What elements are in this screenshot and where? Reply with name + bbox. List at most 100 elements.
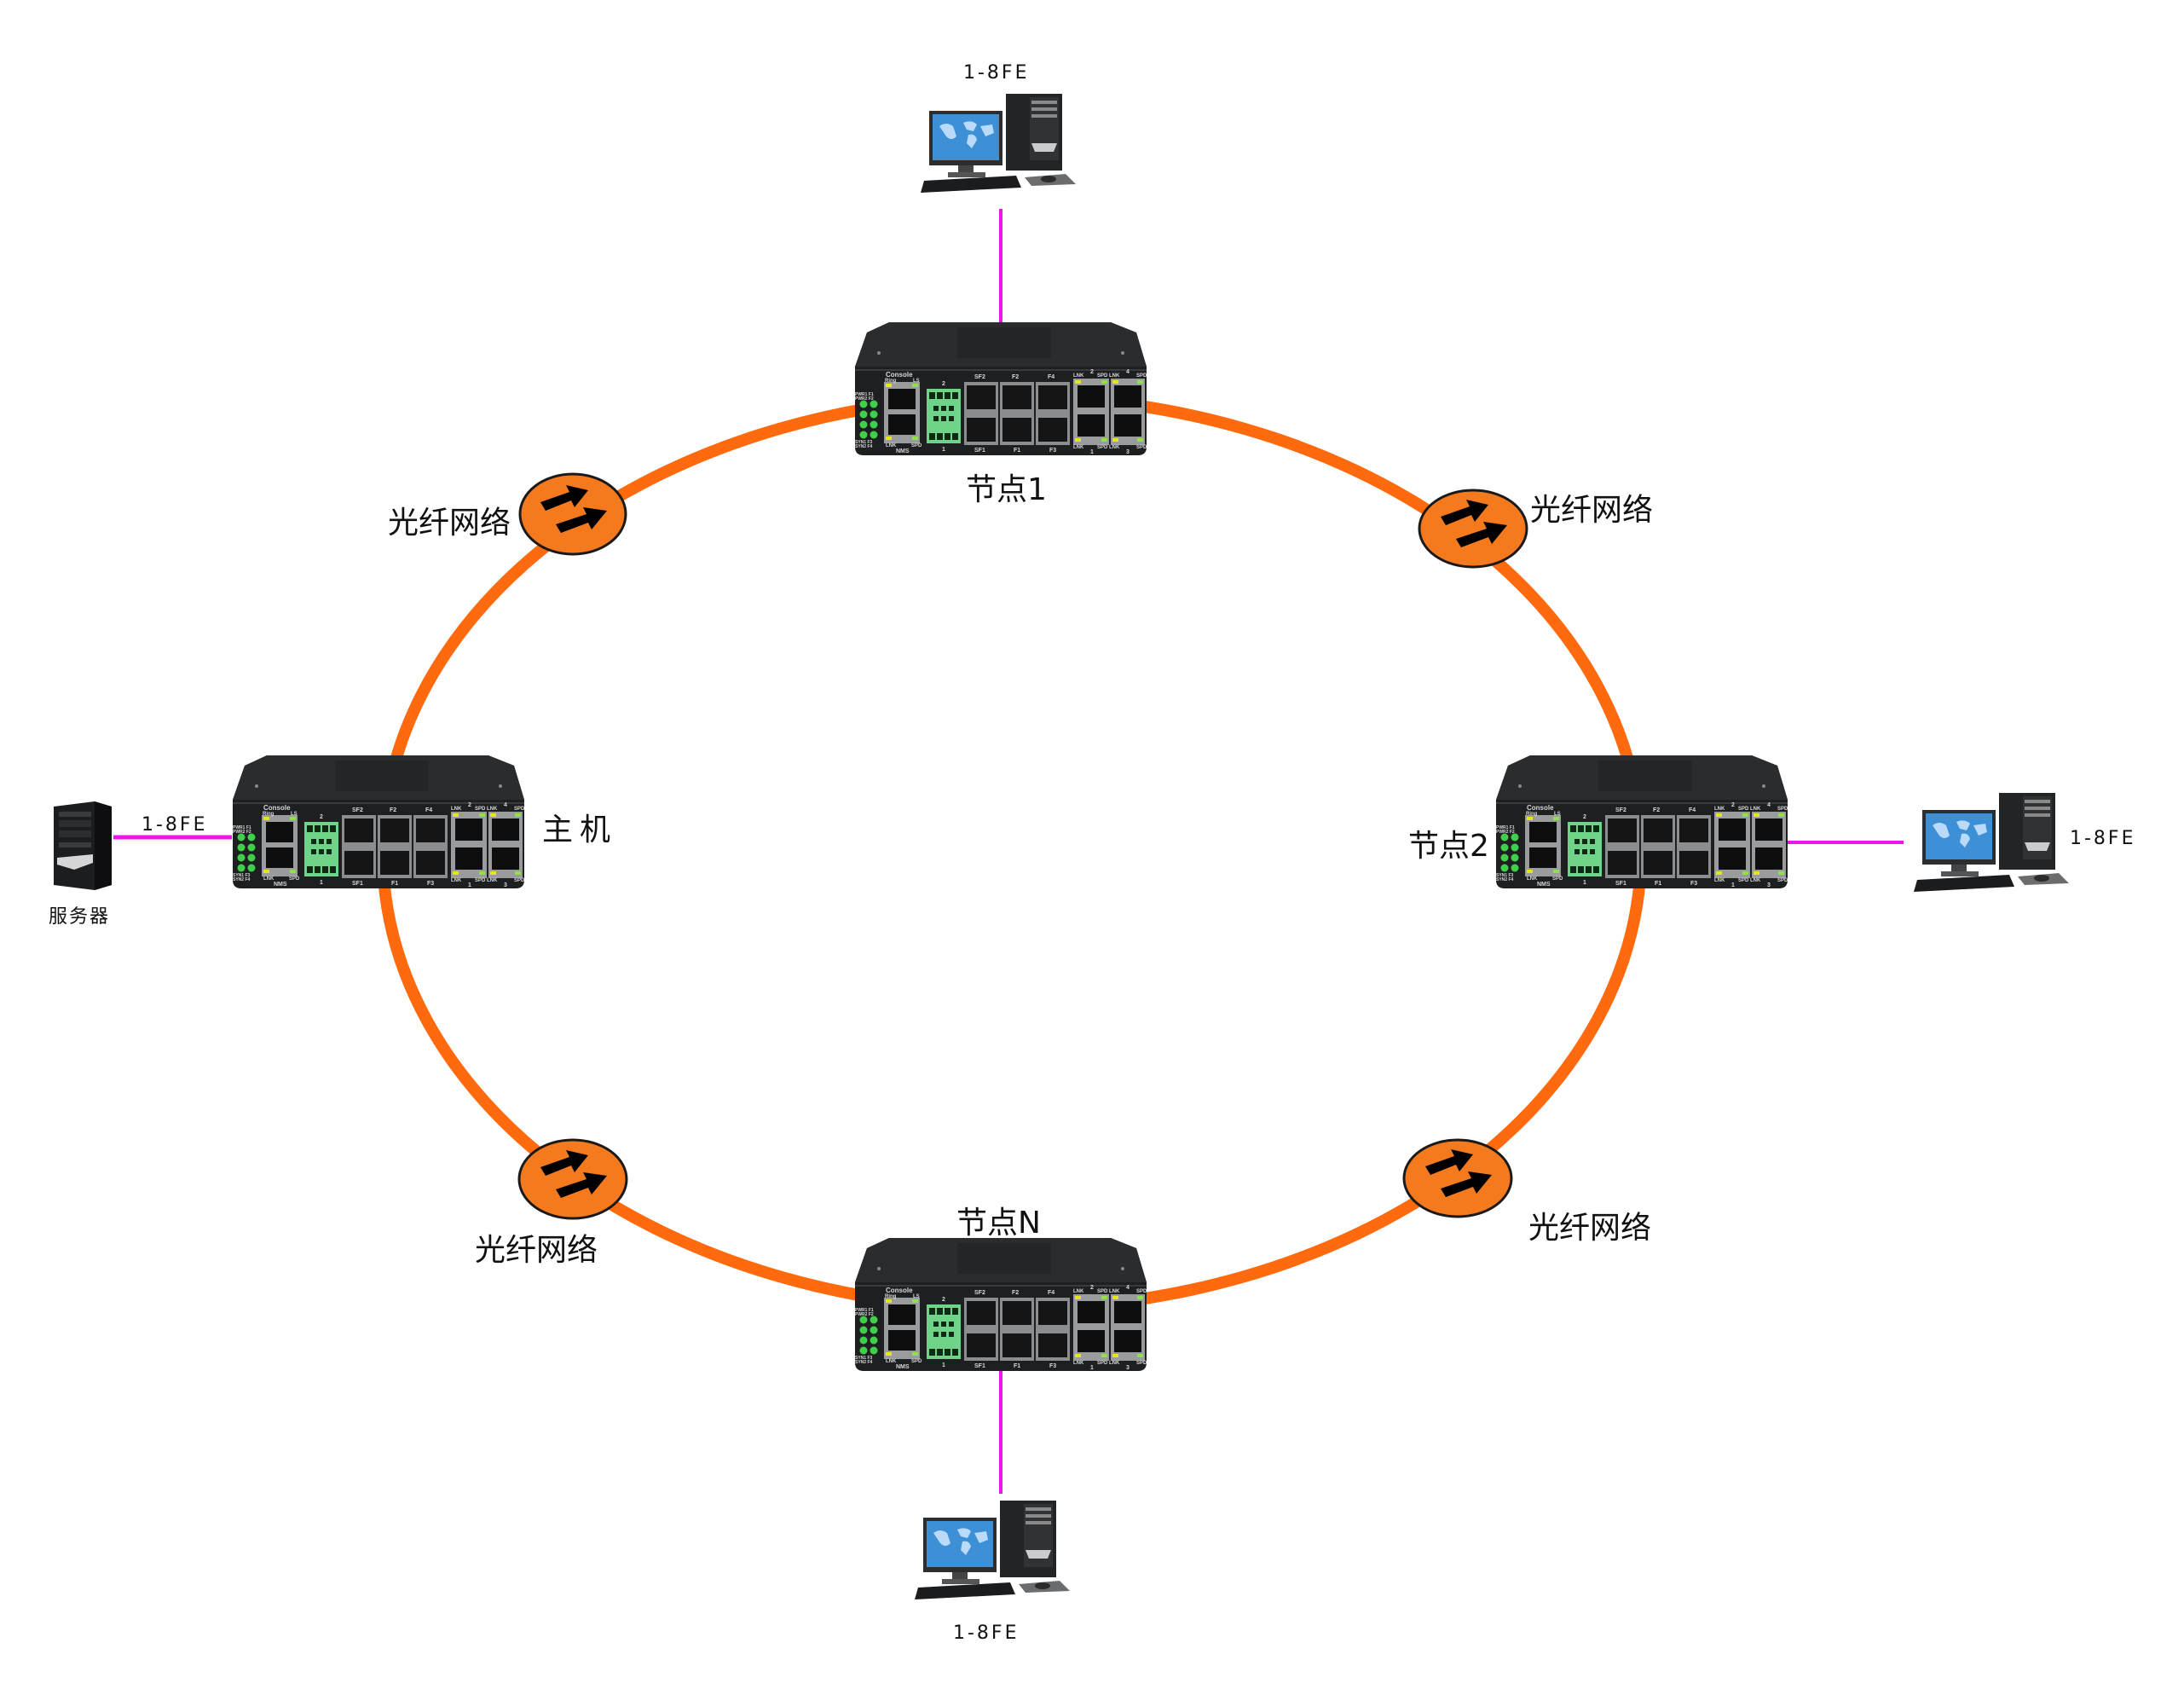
switch-panel-label: PWR1 F1 (233, 825, 251, 830)
switch-panel-label: NMS (274, 882, 287, 888)
node-label-host: 主机 (542, 813, 617, 847)
switch-panel-label: LNK (1109, 1289, 1120, 1294)
switch-panel-label: Console (886, 371, 913, 379)
switch-node1[interactable] (854, 321, 1147, 456)
switch-panel-label: SPD (911, 1359, 922, 1364)
switch-panel-label: SF2 (974, 374, 985, 380)
switch-panel-label: SYN1 F3 (855, 440, 873, 445)
switch-panel-label: SF1 (1615, 881, 1626, 887)
computer-icon (921, 94, 1076, 193)
switch-panel-label: SF1 (352, 881, 363, 887)
switch-panel-label: LNK (1073, 445, 1084, 450)
switch-panel-label: F1 (391, 881, 398, 887)
switch-panel-label: LNK (886, 443, 897, 448)
fiber-badge-host-node1 (518, 472, 627, 556)
switch-panel-label: LNK (1109, 445, 1120, 450)
switch-panel-label: 2 (320, 814, 323, 820)
switch-panel-label: SPD (289, 876, 300, 882)
switch-panel-label: Ring (263, 812, 274, 817)
switch-panel-label: 1 (942, 1362, 945, 1368)
switch-panel-label: SPD (1136, 445, 1147, 450)
switch-panel-label: SPD (514, 807, 525, 812)
switch-panel-label: SF1 (974, 448, 985, 454)
switch-panel-label: LS (913, 379, 920, 384)
pc-node2[interactable] (1914, 793, 2069, 892)
switch-panel-label: 4 (1126, 1285, 1130, 1291)
switch-panel-label: F2 (1012, 374, 1019, 380)
switch-panel-label: SPD (1097, 1361, 1108, 1366)
switch-panel-label: F2 (390, 807, 396, 813)
switch-panel-label: LNK (487, 807, 498, 812)
switch-panel-label: LNK (1527, 876, 1538, 882)
switch-panel-label: F3 (1690, 881, 1697, 887)
switch-panel-label: F2 (1653, 807, 1660, 813)
switch-panel-label: Ring (1526, 812, 1538, 817)
switch-panel-label: Ring (885, 1294, 897, 1299)
switch-panel-label: 1 (1090, 449, 1094, 455)
switch-panel-label: F1 (1014, 448, 1020, 454)
switch-host[interactable] (232, 755, 525, 889)
switch-panel-label: LNK (1714, 807, 1725, 812)
switch-panel-label: NMS (896, 448, 910, 454)
server-host[interactable] (54, 801, 112, 890)
pc-nodeN[interactable] (915, 1501, 1070, 1599)
switch-panel-label: 3 (1767, 882, 1771, 888)
switch-panel-label: F4 (1048, 374, 1054, 380)
link-label-host: 1-8FE (142, 814, 208, 836)
switch-panel-label: PWR2 F2 (855, 1312, 874, 1317)
switch-panel-label: SYN1 F3 (233, 873, 251, 878)
server-tower-icon (54, 801, 112, 890)
switch-node2[interactable] (1495, 755, 1788, 889)
switch-panel-label: SPD (1738, 807, 1749, 812)
node-label-node2: 节点2 (1408, 829, 1489, 864)
switch-panel-label: PWR1 F1 (855, 1308, 874, 1313)
switch-panel-label: SYN1 F3 (855, 1356, 873, 1361)
fiber-label-nodeN-host: 光纤网络 (475, 1233, 598, 1268)
switch-panel-label: SPD (1136, 1289, 1147, 1294)
fiber-badge-node1-node2 (1418, 489, 1528, 569)
switch-panel-label: 2 (1583, 814, 1586, 820)
switch-panel-label: SF1 (974, 1363, 985, 1369)
pc-node1[interactable] (921, 94, 1076, 193)
switch-panel-label: PWR2 F2 (1496, 830, 1515, 835)
switch-panel-label: Console (886, 1287, 913, 1294)
fiber-label-node2-nodeN: 光纤网络 (1528, 1211, 1651, 1246)
switch-panel-label: LNK (1073, 1361, 1084, 1366)
switch-panel-label: SPD (1136, 373, 1147, 379)
fiber-badge-nodeN-host (517, 1138, 628, 1220)
server-label: 服务器 (49, 906, 110, 928)
switch-panel-label: SPD (475, 807, 486, 812)
switch-panel-label: LNK (1750, 807, 1761, 812)
switch-panel-label: SYN2 F4 (1496, 877, 1514, 882)
switch-panel-label: 3 (1126, 449, 1130, 455)
switch-panel-label: SPD (1777, 807, 1788, 812)
switch-panel-label: LNK (451, 878, 462, 883)
fiber-label-host-node1: 光纤网络 (388, 506, 511, 541)
switch-nodeN[interactable] (854, 1237, 1147, 1372)
switch-panel-label: SPD (1097, 373, 1108, 379)
switch-panel-label: 1 (1583, 880, 1586, 886)
switch-panel-label: Ring (885, 379, 897, 384)
fiber-badge-circle (1402, 1138, 1513, 1218)
switch-panel-label: 1 (1090, 1365, 1094, 1371)
switch-panel-label: SPD (1097, 1289, 1108, 1294)
switch-panel-label: 4 (1126, 369, 1130, 375)
switch-panel-label: LNK (451, 807, 462, 812)
fiber-badge-circle (1418, 489, 1528, 569)
switch-panel-label: LNK (263, 876, 274, 882)
switch-panel-label: SPD (1552, 876, 1563, 882)
switch-panel-label: SPD (1097, 445, 1108, 450)
switch-panel-label: LNK (1109, 1361, 1120, 1366)
switch-panel-label: F3 (1049, 1363, 1056, 1369)
switch-panel-label: 2 (1731, 802, 1735, 808)
switch-panel-label: Console (263, 804, 291, 812)
switch-panel-label: 3 (504, 882, 507, 888)
fiber-badge-node2-nodeN (1402, 1138, 1513, 1218)
fiber-label-node1-node2: 光纤网络 (1530, 493, 1653, 528)
switch-panel-label: SF2 (352, 807, 363, 813)
switch-panel-label: SYN2 F4 (233, 877, 251, 882)
switch-panel-label: F4 (1689, 807, 1696, 813)
switch-panel-label: SF2 (974, 1290, 985, 1296)
switch-panel-label: LNK (1073, 1289, 1084, 1294)
